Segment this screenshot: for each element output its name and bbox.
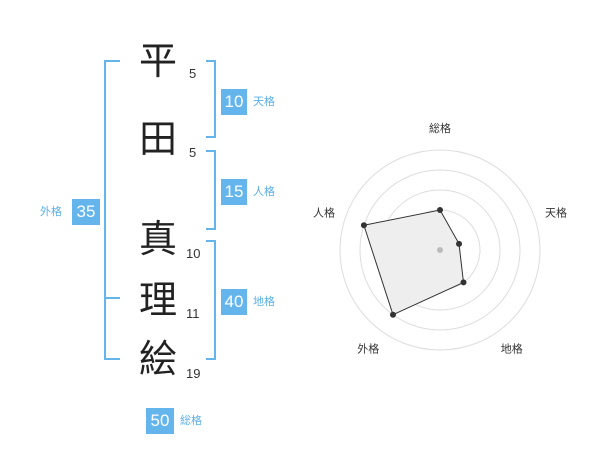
jinkaku-badge: 15 xyxy=(221,179,247,205)
radar-axis-label-5: 人格 xyxy=(313,205,335,219)
kanji-char-5: 絵 xyxy=(138,337,177,381)
radar-axis-label-4: 外格 xyxy=(357,342,379,356)
soukaku-label: 総格 xyxy=(180,414,202,427)
stroke-count-1: 5 xyxy=(189,66,197,81)
kanji-char-3: 真 xyxy=(138,217,177,261)
gaikaku-label: 外格 xyxy=(40,205,62,218)
soukaku-badge: 50 xyxy=(146,408,174,434)
stroke-count-3: 10 xyxy=(186,246,201,261)
radar-center-dot xyxy=(437,247,443,253)
radar-point-1 xyxy=(437,207,443,213)
radar-polygon xyxy=(363,209,465,316)
radar-axis-label-2: 天格 xyxy=(545,205,567,219)
gaikaku-bracket xyxy=(104,60,120,360)
tenkaku-label: 天格 xyxy=(253,95,275,108)
chikaku-bracket xyxy=(206,240,216,360)
stroke-count-5: 19 xyxy=(186,366,201,381)
chikaku-badge: 40 xyxy=(221,289,247,315)
gaikaku-bracket-tick xyxy=(104,297,120,299)
kanji-char-2: 田 xyxy=(138,117,177,161)
radar-point-2 xyxy=(456,240,463,247)
radar-point-4 xyxy=(389,311,396,318)
stroke-count-2: 5 xyxy=(189,145,197,160)
radar-point-5 xyxy=(360,222,367,229)
tenkaku-badge: 10 xyxy=(221,89,247,115)
tenkaku-bracket xyxy=(206,60,216,138)
radar-point-3 xyxy=(460,279,467,286)
stroke-count-4: 11 xyxy=(186,306,200,321)
kanji-char-1: 平 xyxy=(138,39,177,83)
radar-axis-label-1: 総格 xyxy=(429,121,451,135)
radar-ring-5 xyxy=(339,149,541,351)
gaikaku-badge: 35 xyxy=(72,199,100,225)
radar-axis-label-3: 地格 xyxy=(501,342,523,356)
radar-ring-4 xyxy=(359,169,521,331)
radar-points xyxy=(360,207,467,318)
chikaku-label: 地格 xyxy=(253,295,275,308)
jinkaku-bracket xyxy=(206,150,216,230)
kanji-char-4: 理 xyxy=(138,278,177,322)
jinkaku-label: 人格 xyxy=(253,185,275,198)
